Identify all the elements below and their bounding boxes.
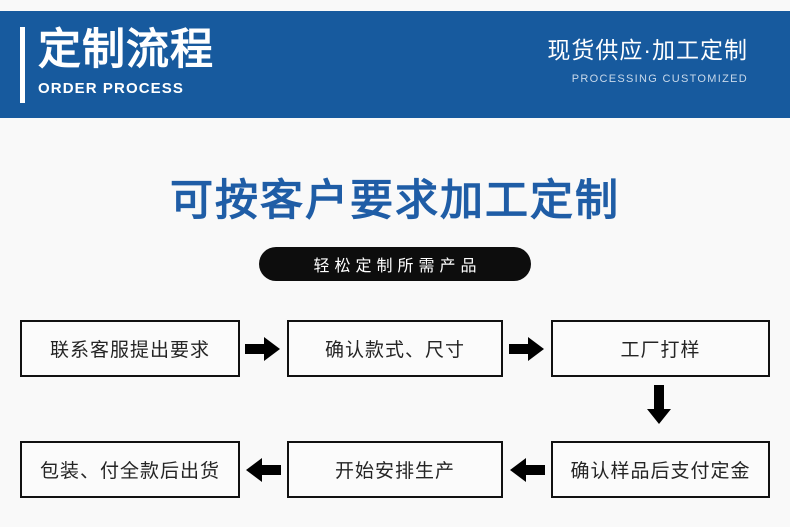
arrow-right-icon [245, 336, 281, 367]
arrow-left-icon [245, 457, 281, 488]
flow-step-3: 工厂打样 [551, 320, 770, 377]
flow-step-4-label: 确认样品后支付定金 [570, 461, 751, 482]
flow-step-6-label: 包装、付全款后出货 [39, 461, 220, 482]
header-slogan-cn: 现货供应·加工定制 [547, 37, 748, 63]
status-badge: 轻松定制所需产品 [259, 247, 531, 281]
page-subtitle: ORDER PROCESS [38, 80, 184, 97]
header-title-group: 定制流程 ORDER PROCESS [38, 25, 214, 99]
flow-step-3-label: 工厂打样 [620, 340, 701, 361]
header-band: 定制流程 ORDER PROCESS 现货供应·加工定制 PROCESSING … [0, 11, 790, 118]
arrow-left-icon [509, 457, 545, 488]
flow-step-5-label: 开始安排生产 [334, 461, 455, 482]
flow-step-5: 开始安排生产 [287, 441, 503, 498]
header-slogan-group: 现货供应·加工定制 PROCESSING CUSTOMIZED [547, 35, 748, 87]
flow-step-2-label: 确认款式、尺寸 [324, 340, 465, 361]
flow-step-1-label: 联系客服提出要求 [49, 340, 210, 361]
header-accent-bar [20, 27, 25, 103]
arrow-down-icon [646, 385, 672, 430]
flow-step-1: 联系客服提出要求 [20, 320, 240, 377]
header-slogan-en: PROCESSING CUSTOMIZED [571, 73, 748, 85]
flow-step-6: 包装、付全款后出货 [20, 441, 240, 498]
page-title: 定制流程 [38, 26, 214, 74]
flow-step-2: 确认款式、尺寸 [287, 320, 503, 377]
flow-step-4: 确认样品后支付定金 [551, 441, 770, 498]
main-heading: 可按客户要求加工定制 [170, 177, 620, 225]
status-badge-label: 轻松定制所需产品 [313, 258, 482, 275]
arrow-right-icon [509, 336, 545, 367]
